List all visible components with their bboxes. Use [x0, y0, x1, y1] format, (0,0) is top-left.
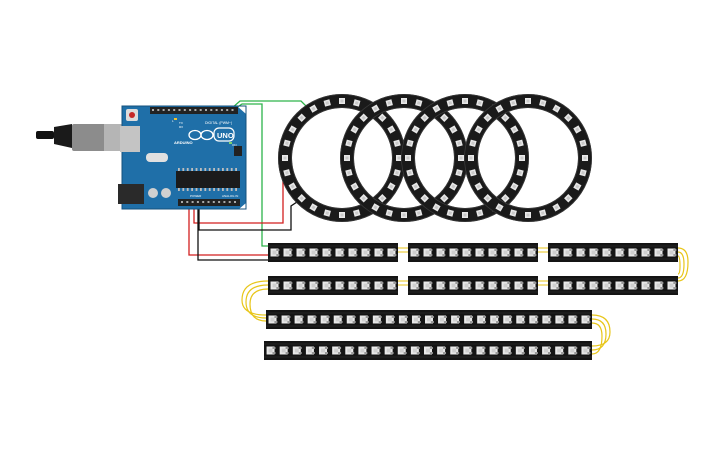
neopixel-ring[interactable]: [464, 94, 592, 222]
neopixel-ring[interactable]: [401, 94, 529, 222]
usb-port: [120, 126, 140, 152]
capacitor: [148, 188, 158, 198]
strip-segment[interactable]: [548, 243, 678, 262]
model-label: UNO: [217, 131, 234, 140]
neopixel-strips: [264, 243, 678, 360]
strip-segment[interactable]: [268, 276, 398, 295]
wire-5v-strip[interactable]: [188, 203, 268, 256]
strip-segment[interactable]: [266, 310, 592, 329]
neopixel-ring[interactable]: [340, 94, 468, 222]
digital-label: DIGITAL (PWM~): [205, 121, 232, 125]
strip-link-wire[interactable]: [245, 284, 269, 319]
arduino-uno-board[interactable]: DIGITAL (PWM~) ARDUINO UNO TX RX L ON PO…: [118, 105, 247, 210]
power-label: POWER: [190, 194, 202, 198]
neopixel-ring[interactable]: [278, 94, 406, 222]
wire-data-strip[interactable]: [235, 103, 270, 247]
digital-header[interactable]: [150, 107, 238, 114]
strip-link-wire[interactable]: [677, 255, 681, 275]
wires: [188, 100, 313, 261]
crystal: [146, 153, 168, 162]
reset-button-cap[interactable]: [129, 112, 135, 118]
strip-link-wire[interactable]: [591, 322, 603, 355]
analog-label: ANALOG IN: [222, 194, 238, 198]
strip-segment[interactable]: [548, 276, 678, 295]
strip-segment[interactable]: [408, 243, 538, 262]
strip-link-wire[interactable]: [241, 280, 269, 316]
atmega-chip: [176, 171, 240, 188]
tx-label: TX: [179, 121, 183, 125]
power-jack: [118, 184, 144, 204]
l-led: [174, 118, 177, 120]
rx-label: RX: [179, 125, 183, 129]
brand-label: ARDUINO: [174, 140, 193, 145]
arduino-logo-icon: [188, 129, 214, 141]
strip-segment[interactable]: [264, 341, 592, 360]
strip-segment[interactable]: [268, 243, 398, 262]
strip-link-wire[interactable]: [249, 288, 269, 322]
on-label: ON: [232, 143, 237, 147]
capacitor: [161, 188, 171, 198]
icsp-header: [234, 146, 242, 156]
strip-link-wire[interactable]: [677, 251, 685, 279]
strip-segment[interactable]: [408, 276, 538, 295]
wire-gnd-strip[interactable]: [197, 203, 268, 261]
on-led: [229, 142, 232, 144]
l-label: L: [172, 119, 174, 123]
neopixel-rings: [278, 94, 592, 222]
wire-gnd-ring[interactable]: [198, 199, 301, 231]
strip-link-wire[interactable]: [677, 247, 689, 282]
usb-cable[interactable]: [36, 124, 122, 151]
strip-link-wire[interactable]: [591, 318, 607, 351]
